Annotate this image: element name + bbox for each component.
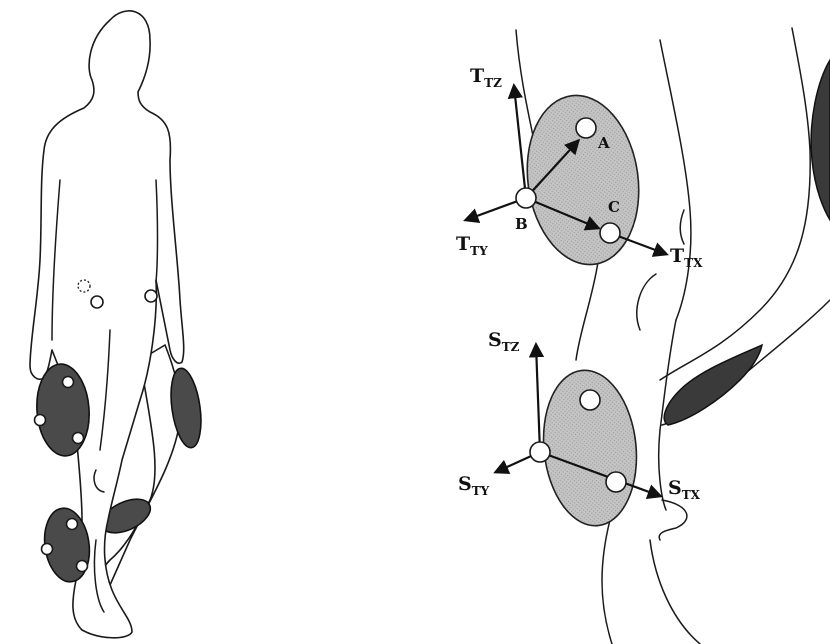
thigh-marker-bottom [73,433,84,444]
shank-marker-bottom [77,561,88,572]
right-figure-legs: A B C TTZ TTY TTX STZ STY STX [456,28,830,644]
pelvis-marker-hidden [78,280,90,292]
label-s-tx: STX [668,477,701,502]
shank-marker-side [42,544,53,555]
thigh-z-axis-arrow [514,86,526,198]
near-knee-front-line [576,262,598,360]
shank-marker-origin [530,442,550,462]
thigh-marker-top [63,377,74,388]
far-leg-front-line [660,28,810,380]
thigh-marker-side [35,415,46,426]
near-thigh-back-line [660,40,691,320]
label-t-tx: TTX [670,245,703,270]
left-figure-body [30,11,205,638]
marker-a [576,118,596,138]
marker-c [600,223,620,243]
contour-mid-line [680,210,684,244]
point-label-b: B [515,215,528,233]
label-t-tz: TTZ [470,65,502,90]
far-shank-plate-right [664,345,762,425]
pelvis-marker-front [91,296,103,308]
shank-marker-top [67,519,78,530]
shank-marker-upper [580,390,600,410]
near-heel-line [650,540,700,644]
label-s-ty: STY [458,473,490,498]
label-t-ty: TTY [456,233,488,258]
shank-z-axis-arrow [536,345,540,452]
marker-b [516,188,536,208]
pelvis-marker-side [145,290,157,302]
far-thigh-plate-right [811,60,830,220]
label-s-tz: STZ [488,329,520,354]
point-label-c: C [608,198,620,216]
near-ankle-line [659,500,687,540]
point-label-a: A [597,134,610,152]
near-shin-line [602,520,612,644]
shank-marker-lower [606,472,626,492]
near-knee-cap-line [637,274,656,330]
thigh-plate [517,88,650,272]
